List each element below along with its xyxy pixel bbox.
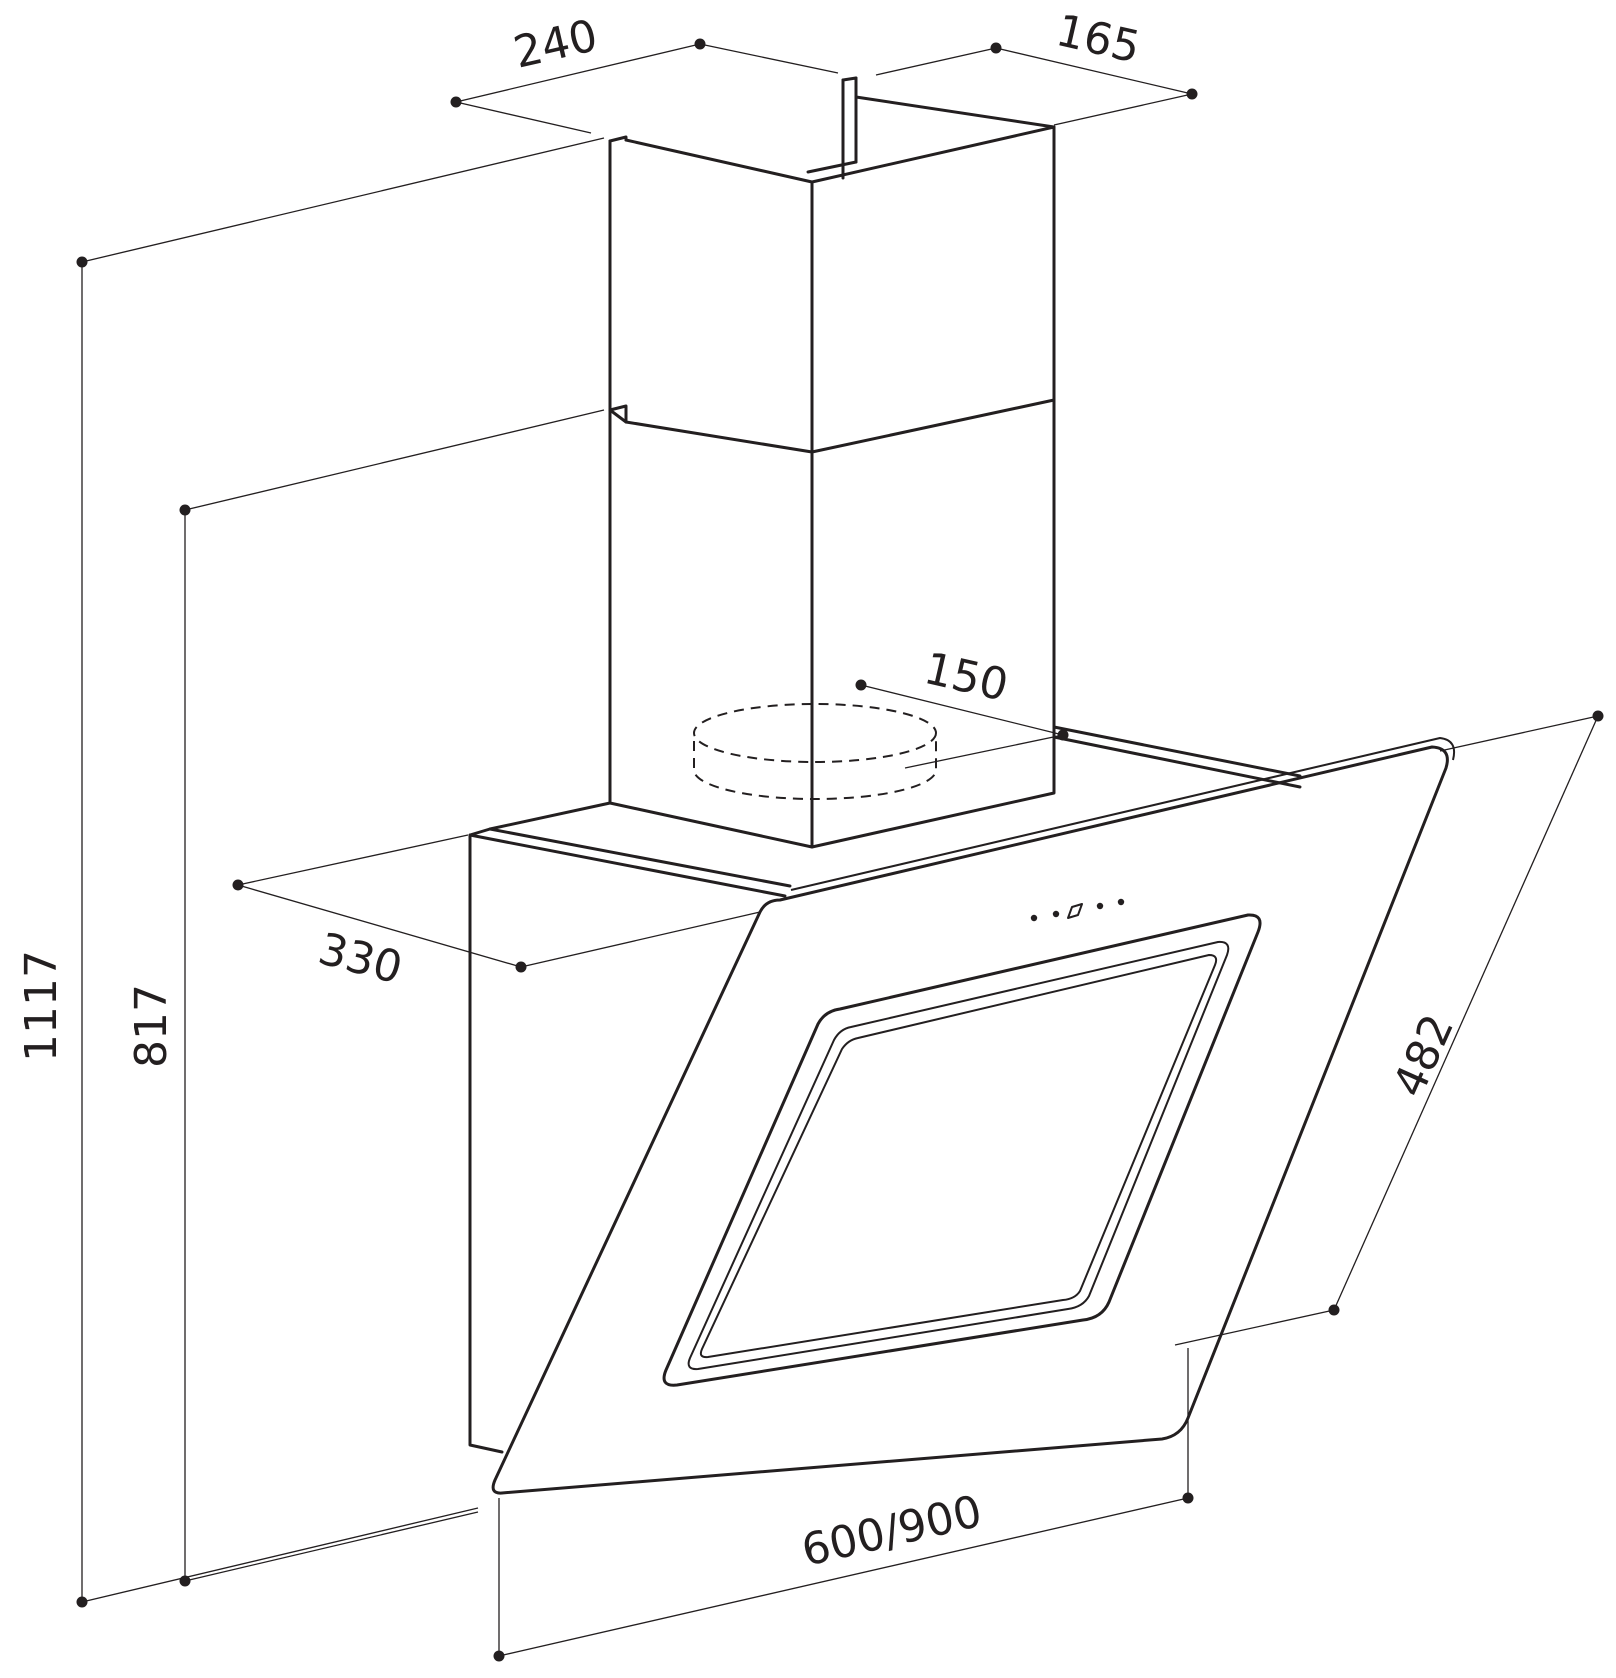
- control-dot-3: [1096, 902, 1104, 910]
- control-fan-icon: [1067, 903, 1083, 919]
- dimension-482: 482: [1174, 710, 1604, 1346]
- dimension-240: 240: [450, 10, 839, 134]
- dimension-150: 150: [855, 643, 1069, 769]
- hood-body: [468, 725, 1302, 1454]
- body-left-side: [468, 801, 612, 1454]
- glass-panel: [491, 737, 1456, 1495]
- chimney-back-edge: [806, 76, 858, 174]
- touch-controls: [1030, 898, 1125, 922]
- body-top-front-edge: [468, 833, 787, 898]
- filter-frame-inner: [687, 940, 1230, 1371]
- dimension-330: 330: [232, 834, 761, 994]
- panel-glass-thickness: [790, 737, 1456, 891]
- dimension-817: 817: [126, 409, 605, 1587]
- dim-label-330: 330: [313, 923, 407, 994]
- panel-outer-edge: [491, 745, 1449, 1495]
- chimney-top-left-lip: [608, 135, 628, 143]
- dim-label-150: 150: [920, 643, 1013, 712]
- control-dot-1: [1030, 914, 1038, 922]
- dim-label-165: 165: [1052, 5, 1145, 74]
- chimney-right-face: [810, 125, 1056, 849]
- dim-label-817: 817: [126, 984, 177, 1068]
- dim-label-600-900: 600/900: [797, 1486, 987, 1577]
- chimney-left-face: [608, 138, 814, 849]
- dim-label-482: 482: [1383, 1007, 1464, 1104]
- body-top-right-edge-inner: [1052, 735, 1302, 789]
- control-dot-4: [1117, 898, 1125, 906]
- chimney-section-joint: [608, 398, 1056, 454]
- chimney: [608, 76, 1056, 849]
- dimension-600-900: 600/900: [493, 1348, 1194, 1662]
- duct-body: [693, 741, 937, 800]
- chimney-top-right: [854, 95, 1056, 129]
- chimney-joint-lip: [608, 408, 628, 424]
- filter-panel: [699, 954, 1218, 1359]
- dim-label-1117: 1117: [16, 950, 67, 1062]
- body-top-right-edge: [1052, 725, 1302, 778]
- filter-frame-outer: [662, 913, 1262, 1387]
- body-top-front-edge-inner: [488, 827, 792, 888]
- dim-label-240: 240: [509, 10, 602, 79]
- duct-top-ellipse: [693, 703, 937, 763]
- duct-outlet: [693, 703, 937, 800]
- control-dot-2: [1052, 910, 1060, 918]
- dimension-1117: 1117: [16, 137, 605, 1608]
